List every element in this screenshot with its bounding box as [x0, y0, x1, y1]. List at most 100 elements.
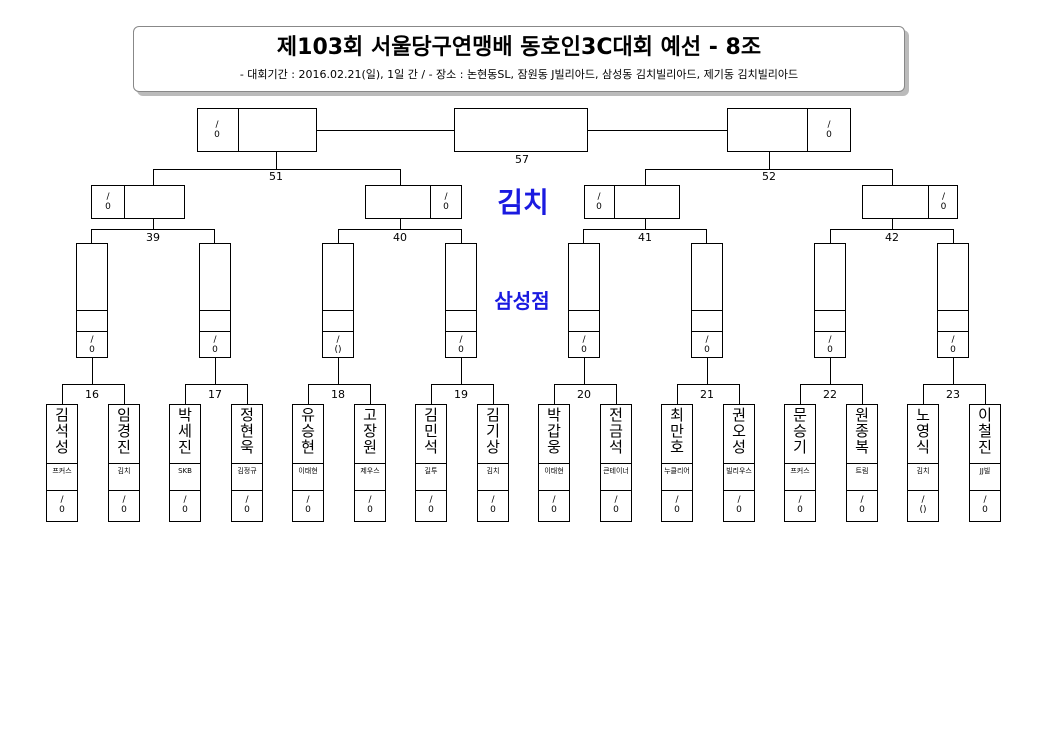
round16-box-5	[691, 243, 723, 358]
player-divider-b-1-1	[231, 490, 263, 491]
semi-52-connector	[645, 169, 893, 170]
semi-box-2	[584, 185, 680, 219]
round16-box-1	[199, 243, 231, 358]
semi-box-divider-0	[124, 185, 125, 219]
round32-connector-1	[185, 384, 248, 385]
semi-51-connector	[153, 169, 401, 170]
semi-box-divider-1	[430, 185, 431, 219]
bracket-line	[493, 384, 494, 405]
round32-match-number-0: 16	[85, 388, 99, 401]
bracket-line	[953, 229, 954, 244]
round16-box-7	[937, 243, 969, 358]
bracket-line	[706, 229, 707, 244]
player-club: JJ빌	[979, 467, 991, 475]
bracket-line	[645, 219, 646, 230]
bracket-line	[461, 358, 462, 385]
player-club: 김치	[486, 467, 500, 475]
player-score: / 0	[982, 495, 988, 515]
player-score: / 0	[367, 495, 373, 515]
player-name: 이철진	[978, 406, 992, 456]
bracket-line	[985, 384, 986, 405]
player-divider-b-2-1	[354, 490, 386, 491]
round32-connector-2	[308, 384, 371, 385]
semi-box-score-0: / 0	[105, 192, 111, 212]
final-right-divider	[807, 108, 808, 152]
player-score: / 0	[490, 495, 496, 515]
round16-score-5: / 0	[704, 335, 710, 355]
player-divider-b-3-1	[477, 490, 509, 491]
semi-box-score-1: / 0	[443, 192, 449, 212]
bracket-line	[800, 384, 801, 405]
player-club: 프커스	[790, 467, 810, 475]
round16-score-6: / 0	[827, 335, 833, 355]
round16-divider-a-6	[814, 310, 846, 311]
player-divider-a-7-0	[907, 463, 939, 464]
player-score: / 0	[674, 495, 680, 515]
player-divider-b-4-1	[600, 490, 632, 491]
player-divider-a-7-1	[969, 463, 1001, 464]
player-score: / 0	[59, 495, 65, 515]
round16-score-1: / 0	[212, 335, 218, 355]
bracket-line	[645, 169, 646, 186]
bracket-header: 제103회 서울당구연맹배 동호인3C대회 예선 - 8조 - 대회기간 : 2…	[133, 26, 905, 92]
final-connector-left	[317, 130, 455, 131]
player-divider-b-6-1	[846, 490, 878, 491]
round16-box-0	[76, 243, 108, 358]
player-divider-b-2-0	[292, 490, 324, 491]
player-score: / 0	[736, 495, 742, 515]
bracket-line	[338, 358, 339, 385]
player-score: / 0	[244, 495, 250, 515]
player-club: 김정규	[237, 467, 257, 475]
player-name: 유승현	[301, 406, 315, 456]
player-name: 원종복	[855, 406, 869, 456]
player-divider-b-4-0	[538, 490, 570, 491]
round16-divider-b-2	[322, 331, 354, 332]
quarter-match-number-2: 41	[638, 231, 652, 244]
bracket-line	[892, 169, 893, 186]
quarter-connector-0	[91, 229, 215, 230]
quarter-match-number-0: 39	[146, 231, 160, 244]
player-score: / 0	[859, 495, 865, 515]
bracket-line	[862, 384, 863, 405]
player-name: 고장원	[363, 406, 377, 456]
round16-divider-b-1	[199, 331, 231, 332]
final-left-box	[197, 108, 317, 152]
semi-box-divider-3	[928, 185, 929, 219]
player-club: 프커스	[52, 467, 72, 475]
final-left-divider	[238, 108, 239, 152]
player-divider-a-5-1	[723, 463, 755, 464]
semi-box-divider-2	[614, 185, 615, 219]
player-club: 길투	[424, 467, 438, 475]
bracket-line	[370, 384, 371, 405]
round32-match-number-5: 21	[700, 388, 714, 401]
bracket-line	[62, 384, 63, 405]
bracket-line	[830, 358, 831, 385]
round16-box-3	[445, 243, 477, 358]
round32-connector-0	[62, 384, 125, 385]
round16-divider-b-5	[691, 331, 723, 332]
player-club: 트림	[855, 467, 869, 475]
round16-box-4	[568, 243, 600, 358]
player-divider-b-0-1	[108, 490, 140, 491]
bracket-line	[584, 358, 585, 385]
round32-connector-3	[431, 384, 494, 385]
final-right-score: / 0	[826, 120, 832, 140]
semi-match-number-0: 51	[269, 170, 283, 183]
quarter-connector-3	[830, 229, 954, 230]
bracket-line	[124, 384, 125, 405]
bracket-line	[739, 384, 740, 405]
bracket-title: 제103회 서울당구연맹배 동호인3C대회 예선 - 8조	[276, 35, 762, 60]
round32-match-number-6: 22	[823, 388, 837, 401]
bracket-line	[215, 358, 216, 385]
round16-divider-a-1	[199, 310, 231, 311]
player-club: 이태현	[544, 467, 564, 475]
bracket-line	[769, 152, 770, 170]
player-divider-b-7-0	[907, 490, 939, 491]
player-score: / 0	[305, 495, 311, 515]
round16-box-6	[814, 243, 846, 358]
player-score: / 0	[551, 495, 557, 515]
player-club: 김치	[117, 467, 131, 475]
round16-divider-b-3	[445, 331, 477, 332]
quarter-match-number-3: 42	[885, 231, 899, 244]
player-name: 박세진	[178, 406, 192, 456]
